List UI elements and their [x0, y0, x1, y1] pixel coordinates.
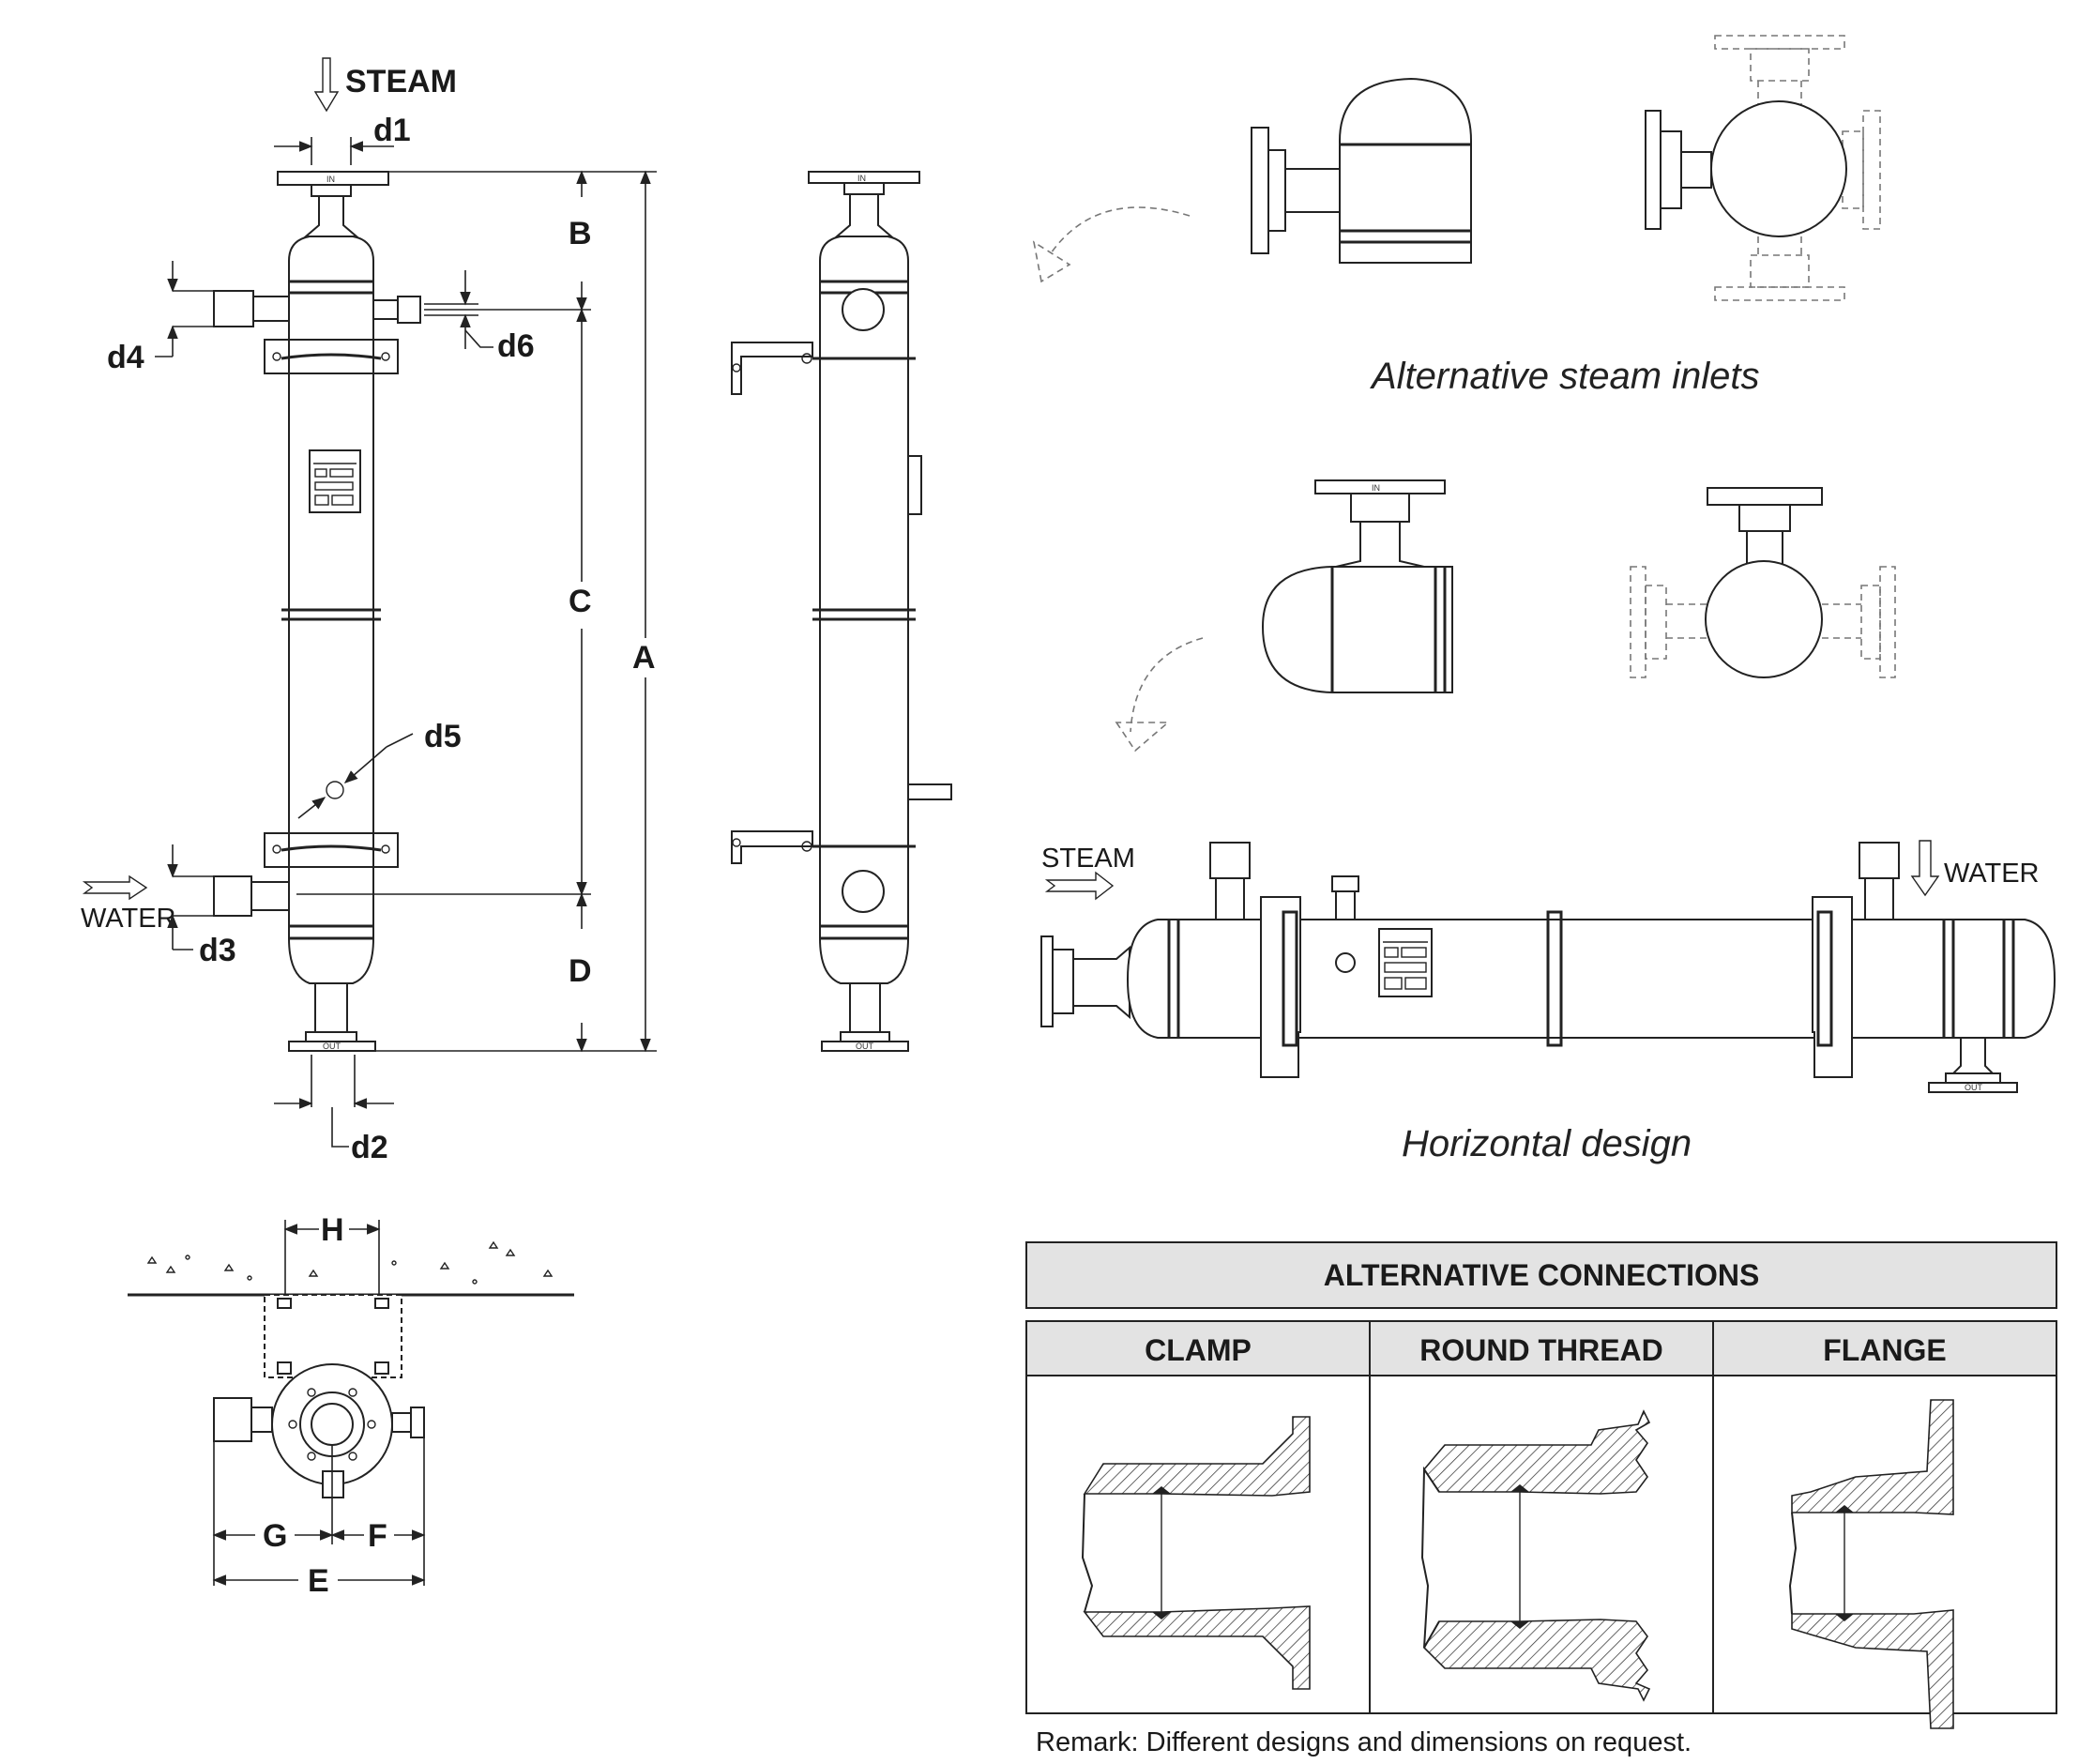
- round-thread-section-drawing: [1420, 1409, 1651, 1702]
- nameplate-in-alt: IN: [1372, 483, 1380, 493]
- water-label: WATER: [81, 904, 176, 934]
- caption-alternative-steam-inlets: Alternative steam inlets: [1370, 356, 1760, 397]
- nameplate-out-side: OUT: [856, 1042, 874, 1051]
- front-vertical-view: STEAM d1 IN d4: [81, 57, 657, 1165]
- dim-label-d2: d2: [351, 1130, 388, 1165]
- alternative-steam-inlets: Alternative steam inlets IN: [1032, 35, 1896, 753]
- water-arrow-icon: [82, 874, 148, 901]
- dim-label-d4: d4: [107, 340, 144, 375]
- dim-label-A: A: [632, 640, 656, 676]
- caption-horizontal-design: Horizontal design: [1402, 1123, 1692, 1164]
- horizontal-water-arrow-icon: [1910, 840, 1940, 897]
- dim-label-d6: d6: [497, 328, 535, 364]
- column-header-flange: FLANGE: [1823, 1333, 1947, 1367]
- table-title: ALTERNATIVE CONNECTIONS: [1324, 1258, 1760, 1292]
- nameplate-in-side: IN: [857, 174, 866, 183]
- dim-label-d1: d1: [373, 113, 411, 148]
- dim-label-F: F: [368, 1518, 387, 1554]
- horizontal-design: STEAM WATER: [1040, 840, 2056, 1164]
- column-header-clamp: CLAMP: [1145, 1333, 1252, 1367]
- dim-label-H: H: [321, 1212, 344, 1248]
- nameplate-in-top: IN: [326, 175, 335, 184]
- dim-label-D: D: [569, 953, 592, 989]
- steam-arrow-icon: [313, 57, 340, 113]
- nameplate-out-horizontal: OUT: [1965, 1083, 1983, 1092]
- dim-label-d3: d3: [199, 933, 236, 968]
- horizontal-water-label: WATER: [1944, 859, 2040, 889]
- clamp-section-drawing: [1081, 1416, 1311, 1690]
- column-header-round-thread: ROUND THREAD: [1419, 1333, 1663, 1367]
- dim-label-G: G: [263, 1518, 287, 1554]
- horizontal-steam-label: STEAM: [1041, 844, 1135, 874]
- alternative-connections-table: ALTERNATIVE CONNECTIONS CLAMP ROUND THRE…: [1025, 1241, 2057, 1757]
- horizontal-steam-arrow-icon: [1044, 871, 1115, 901]
- remark-text: Remark: Different designs and dimensions…: [1036, 1727, 1692, 1757]
- top-mounting-view: H G F E: [128, 1212, 574, 1599]
- dim-label-E: E: [308, 1563, 329, 1599]
- steam-label: STEAM: [345, 64, 457, 99]
- dim-label-d5: d5: [424, 719, 462, 754]
- flange-section-drawing: [1788, 1399, 1954, 1729]
- nameplate-out-bottom: OUT: [323, 1042, 341, 1051]
- dim-label-C: C: [569, 584, 592, 619]
- dim-label-B: B: [569, 216, 592, 251]
- side-vertical-view: IN OUT: [731, 171, 952, 1052]
